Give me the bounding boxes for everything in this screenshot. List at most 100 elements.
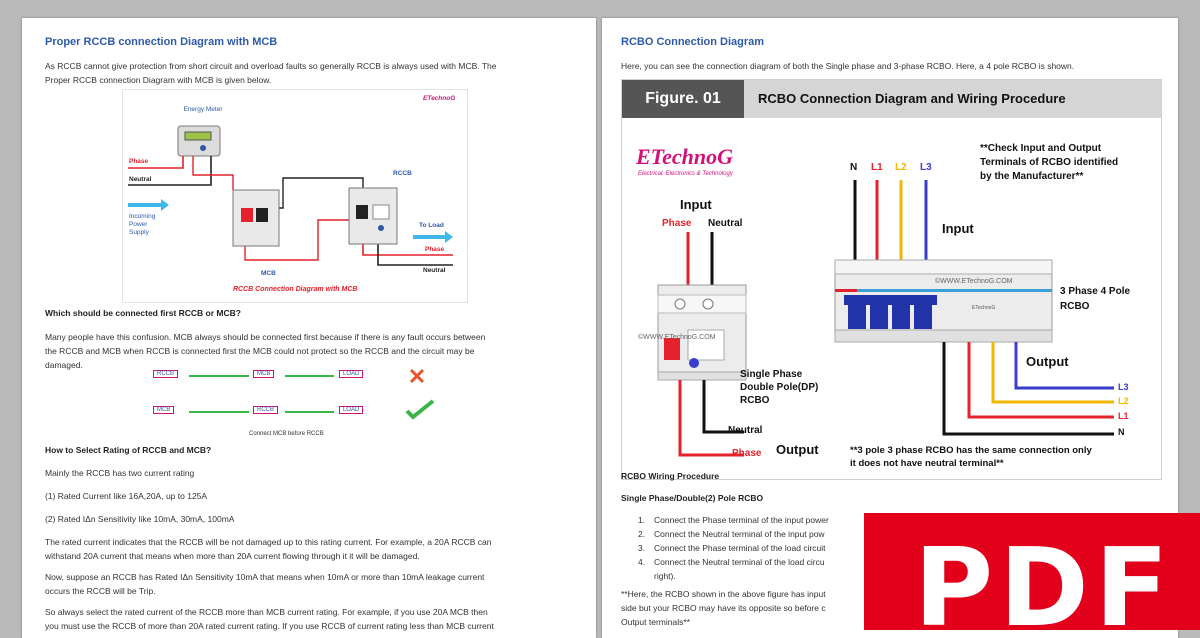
rccb-mcb-diagram-svg: [128, 125, 453, 266]
check-line-3: by the Manufacturer**: [980, 171, 1084, 182]
connection-order-diagram: RCCB MCB LOAD MCB RCCB LOAD Connect MCB …: [148, 364, 440, 444]
pdf-badge-text: PDF: [914, 526, 1175, 631]
dp-rcbo-line-1: Single Phase: [740, 369, 803, 380]
phase-out-label: Phase: [425, 246, 445, 253]
phase-wire-in: [128, 156, 184, 169]
wiring-step-4: 4.Connect the Neutral terminal of the lo…: [638, 557, 825, 567]
order-caption: Connect MCB before RCCB: [249, 431, 324, 437]
sensitivity-paragraph: Now, suppose an RCCB has Rated IΔn Sensi…: [45, 570, 590, 598]
single-input-label: Input: [680, 197, 712, 212]
single-phase-in-label: Phase: [662, 218, 692, 229]
to-load-label: To Load: [419, 222, 444, 229]
section-title-rccb-mcb: Proper RCCB connection Diagram with MCB: [45, 36, 278, 48]
intro-line-1: As RCCB cannot give protection from shor…: [45, 61, 497, 71]
rating-intro: Mainly the RCCB has two current rating: [45, 468, 195, 478]
mcb-to-rccb-phase: [244, 219, 353, 261]
dp-rcbo-line-2: Double Pole(DP): [740, 382, 819, 393]
wiring-step-4-cont: right).: [654, 571, 676, 581]
answer-line-1: Many people have this confusion. MCB alw…: [45, 332, 486, 342]
rccb-label: RCCB: [393, 170, 412, 177]
rated-current-paragraph: The rated current indicates that the RCC…: [45, 535, 590, 563]
rccb-toggle: [356, 205, 368, 219]
order2-mcb: MCB: [153, 406, 175, 414]
rcbo-wiring-svg: [657, 180, 1114, 457]
four-pole-rcbo-label: 3 Phase 4 Pole RCBO: [1060, 284, 1130, 314]
three-phase-l3-label: L3: [920, 162, 932, 173]
single-phase-subheading: Single Phase/Double(2) Pole RCBO: [621, 493, 764, 503]
energy-meter-icon: [177, 125, 221, 157]
dp-rcbo-line-3: RCBO: [740, 395, 770, 406]
neutral-in-label: Neutral: [129, 176, 152, 183]
four-pole-line-1: 3 Phase 4 Pole: [1060, 286, 1131, 297]
mcb-label: MCB: [261, 270, 276, 277]
energy-meter-label: Energy Meter: [183, 106, 223, 113]
order2-rccb: RCCB: [253, 406, 279, 414]
wiring-step-1: 1.Connect the Phase terminal of the inpu…: [638, 515, 829, 525]
mcb-toggle-1: [241, 208, 253, 222]
meter-display: [184, 131, 212, 141]
rccb-test-button: [378, 225, 384, 231]
orientation-note-line-1: **Here, the RCBO shown in the above figu…: [621, 589, 826, 599]
order2-load: LOAD: [339, 406, 364, 414]
rated-sensitivity-item: (2) Rated IΔn Sensitivity like 10mA, 30m…: [45, 514, 235, 524]
rcbo-intro: Here, you can see the connection diagram…: [621, 61, 1075, 71]
selection-paragraph: So always select the rated current of th…: [45, 605, 590, 633]
wire-n-out: [942, 342, 1114, 436]
wire-l1-out: [967, 342, 1114, 419]
document-page-left: Proper RCCB connection Diagram with MCB …: [22, 18, 596, 638]
wire-l3-out: [1014, 342, 1114, 390]
rcbo-connection-figure: Figure. 01 RCBO Connection Diagram and W…: [621, 79, 1162, 480]
mcb-toggle-2: [256, 208, 268, 222]
supply-word: Supply: [129, 229, 149, 236]
selection-line-1: So always select the rated current of th…: [45, 607, 488, 617]
wrong-cross-icon: [409, 368, 425, 384]
intro-line-2: Proper RCCB connection Diagram with MCB …: [45, 75, 272, 85]
three-pole-note: **3 pole 3 phase RCBO has the same conne…: [850, 444, 1092, 470]
rated-current-item: (1) Rated Current like 16A,20A, up to 12…: [45, 491, 208, 501]
watermark-right: ©WWW.ETechnoG.COM: [935, 278, 1013, 285]
meter-dial: [200, 145, 206, 151]
etechnog-logo: ETechnoG: [636, 144, 733, 169]
phase-wire-out: [362, 240, 453, 256]
three-pole-note-line-2: it does not have neutral terminal**: [850, 458, 1004, 469]
double-pole-rcbo-icon: [657, 284, 747, 381]
three-phase-l2-label: L2: [895, 162, 907, 173]
three-phase-l1-out-label: L1: [1118, 411, 1129, 421]
rccb-test-panel: [372, 204, 390, 220]
intro-paragraph: As RCCB cannot give protection from shor…: [45, 59, 585, 87]
answer-line-3: damaged.: [45, 360, 83, 370]
pdf-badge: PDF: [864, 513, 1200, 630]
check-line-2: Terminals of RCBO identified: [980, 157, 1119, 168]
diagram-caption: RCCB Connection Diagram with MCB: [233, 286, 358, 293]
diagram-logo: ETechnoG: [423, 95, 456, 102]
question-heading-2: How to Select Rating of RCCB and MCB?: [45, 445, 212, 455]
three-phase-l3-out-label: L3: [1118, 382, 1129, 392]
answer-line-2: the RCCB and MCB when RCCB is connected …: [45, 346, 475, 356]
orientation-note-line-3: Output terminals**: [621, 617, 690, 627]
etechnog-tagline: Electrical, Electronics & Technology: [638, 171, 733, 177]
three-pole-note-line-1: **3 pole 3 phase RCBO has the same conne…: [850, 445, 1092, 456]
order1-mcb: MCB: [253, 370, 275, 378]
answer-paragraph-1: Many people have this confusion. MCB alw…: [45, 330, 590, 372]
sensitivity-line-1: Now, suppose an RCCB has Rated IΔn Sensi…: [45, 572, 485, 582]
three-phase-n-out-label: N: [1118, 427, 1125, 437]
wiring-step-2: 2.Connect the Neutral terminal of the in…: [638, 529, 825, 539]
three-phase-n-label: N: [850, 162, 858, 173]
incoming-arrow-icon: [128, 199, 169, 211]
three-phase-output-label: Output: [1026, 354, 1069, 369]
phase-in-label: Phase: [129, 158, 149, 165]
single-neutral-in-label: Neutral: [708, 218, 743, 229]
incoming-supply-label: Incoming Power Supply: [129, 213, 155, 237]
single-phase-out-label: Phase: [732, 448, 762, 459]
meter-to-mcb-phase: [192, 156, 234, 190]
neutral-out-label: Neutral: [423, 267, 446, 274]
check-terminals-note: **Check Input and Output Terminals of RC…: [980, 142, 1150, 184]
order1-load: LOAD: [339, 370, 364, 378]
wiring-step-3: 3.Connect the Phase terminal of the load…: [638, 543, 826, 553]
watermark-left: ©WWW.ETechnoG.COM: [638, 334, 716, 341]
three-phase-l1-label: L1: [871, 162, 883, 173]
rcbo-brand-mark: ETechnoG: [972, 305, 996, 311]
wiring-procedure-heading: RCBO Wiring Procedure: [621, 471, 720, 481]
question-heading-1: Which should be connected first RCCB or …: [45, 308, 241, 318]
correct-check-icon: [405, 399, 435, 420]
